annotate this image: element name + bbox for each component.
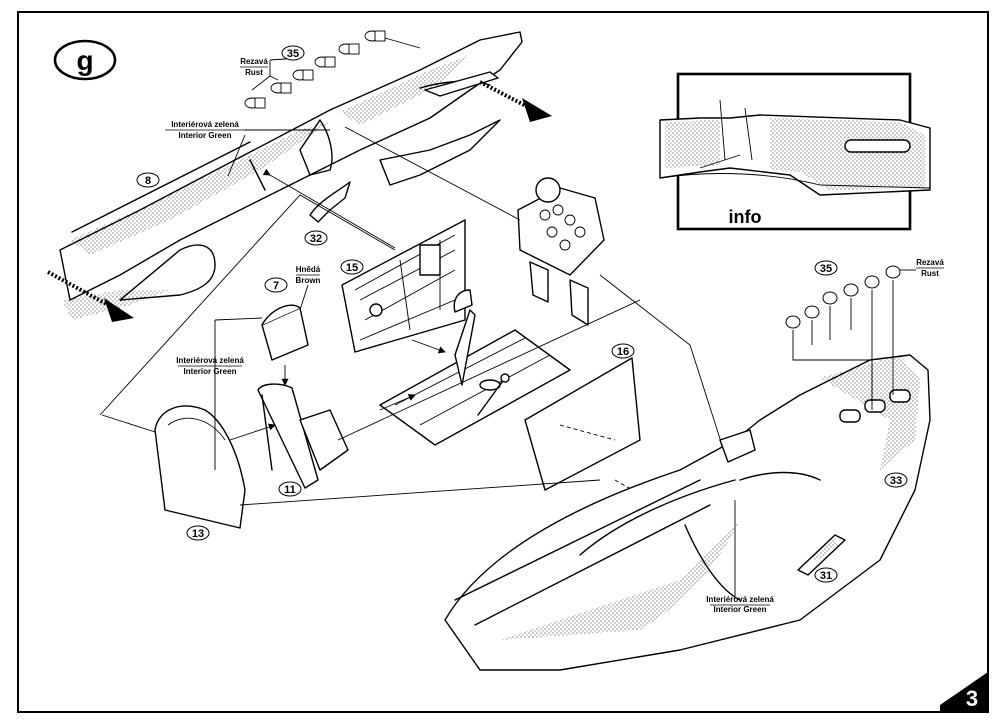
page-number: 3 <box>966 686 978 711</box>
svg-text:8: 8 <box>145 175 151 187</box>
exhaust-stubs-right <box>785 265 901 410</box>
svg-text:Brown: Brown <box>296 276 321 285</box>
part-7-headrest <box>261 304 309 361</box>
paint-callout-brown: Hnědá Brown <box>296 265 321 311</box>
paint-callout-interior-green-left: Interiérová zelená Interior Green <box>176 356 244 376</box>
instrument-panel <box>517 177 605 326</box>
svg-text:13: 13 <box>192 528 204 540</box>
part-callout-13: 13 <box>186 525 210 541</box>
svg-text:16: 16 <box>617 346 629 358</box>
exhaust-ports <box>839 389 911 423</box>
part-callout-32: 32 <box>304 230 328 246</box>
part-callout-11: 11 <box>278 481 302 497</box>
part-callout-33: 33 <box>884 472 908 488</box>
svg-text:11: 11 <box>284 484 296 496</box>
svg-text:33: 33 <box>890 475 902 487</box>
page-number-corner: 3 <box>940 672 988 712</box>
svg-text:Interiérová zelená: Interiérová zelená <box>171 120 239 129</box>
svg-text:Rezavá: Rezavá <box>240 57 268 66</box>
info-box: info <box>659 72 931 231</box>
svg-text:32: 32 <box>310 233 322 245</box>
motion-arrow-left <box>47 270 134 322</box>
svg-text:Hnědá: Hnědá <box>296 265 321 274</box>
svg-text:Interior Green: Interior Green <box>714 605 767 614</box>
svg-text:15: 15 <box>346 262 358 274</box>
part-callout-8: 8 <box>136 172 160 188</box>
paint-callout-interior-green-top: Interiérová zelená Interior Green <box>165 120 330 177</box>
page-border <box>17 11 989 713</box>
exhaust-stubs-top <box>244 30 421 109</box>
svg-text:35: 35 <box>287 48 299 60</box>
cockpit-floor <box>379 289 571 446</box>
svg-text:7: 7 <box>273 280 279 292</box>
svg-text:Interior Green: Interior Green <box>184 367 237 376</box>
part-32-shape <box>309 181 351 223</box>
part-callout-15: 15 <box>340 259 364 275</box>
part-31-panel <box>797 534 846 576</box>
part-16-bulkhead <box>524 357 641 491</box>
paint-callout-rust-top: Rezavá Rust <box>240 57 268 77</box>
part-13-armor-plate <box>154 405 246 529</box>
paint-callout-interior-green-bottom: Interiérová zelená Interior Green <box>706 500 774 614</box>
part-11-seat <box>257 383 349 489</box>
svg-text:Interiérová zelená: Interiérová zelená <box>176 356 244 365</box>
svg-text:31: 31 <box>820 570 832 582</box>
paint-callout-rust-right: Rezavá Rust <box>900 258 944 278</box>
motion-arrow-upper <box>479 80 552 122</box>
info-label: info <box>729 207 762 227</box>
svg-text:Rust: Rust <box>921 269 939 278</box>
svg-text:Interiérová zelená: Interiérová zelená <box>706 595 774 604</box>
upper-fuselage-part <box>59 31 523 320</box>
step-letter: g <box>76 45 93 76</box>
svg-text:35: 35 <box>820 263 832 275</box>
svg-text:Interior Green: Interior Green <box>179 131 232 140</box>
svg-text:Rust: Rust <box>245 68 263 77</box>
part-callout-7: 7 <box>264 277 288 293</box>
part-callout-35-top: 35 <box>281 45 305 61</box>
assembly-guide-lines <box>99 126 731 506</box>
svg-text:Rezavá: Rezavá <box>916 258 944 267</box>
part-15-side-wall <box>341 219 466 353</box>
part-callout-35-right: 35 <box>814 260 838 276</box>
step-badge: g <box>53 39 117 81</box>
lower-fuselage-part <box>444 354 931 671</box>
part-callout-31: 31 <box>814 567 838 583</box>
part-callout-16: 16 <box>611 343 635 359</box>
